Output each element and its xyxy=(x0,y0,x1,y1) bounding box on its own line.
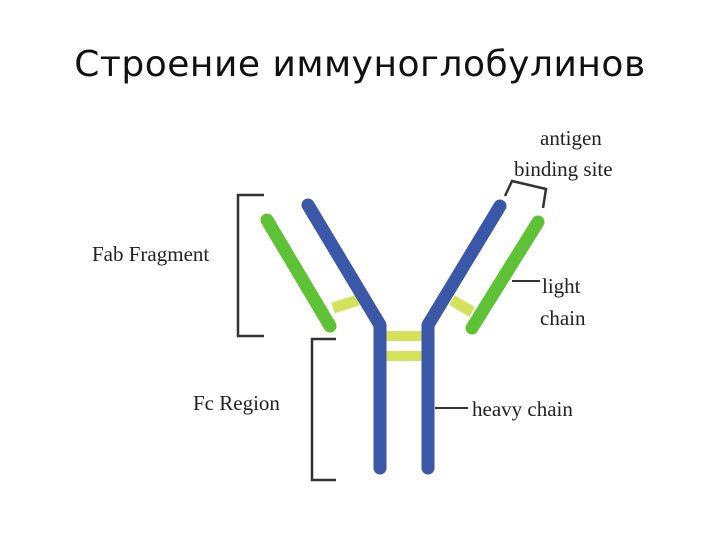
fc-bracket xyxy=(310,337,336,482)
antigen-site-bracket xyxy=(503,179,548,209)
right-light-chain xyxy=(465,215,545,335)
light-chain-label-line1: light xyxy=(542,274,581,298)
antigen-label-line2: binding site xyxy=(514,157,613,181)
brackets xyxy=(236,179,548,482)
fab-bracket xyxy=(236,193,264,338)
light-chain-label-line2: chain xyxy=(540,306,586,330)
disulfide-bonds xyxy=(331,294,475,361)
antigen-label-line1: antigen xyxy=(540,126,602,150)
fc-region-label: Fc Region xyxy=(193,391,280,415)
fab-fragment-label: Fab Fragment xyxy=(92,242,209,266)
light-chains xyxy=(260,213,545,335)
right-fab-bond xyxy=(449,295,475,317)
left-light-chain xyxy=(260,213,337,333)
heavy-chain-label: heavy chain xyxy=(472,397,573,421)
leader-lines xyxy=(435,280,540,409)
page-title: Строение иммуноглобулинов xyxy=(74,44,646,85)
heavy-chains xyxy=(301,198,507,475)
left-heavy-chain xyxy=(301,198,387,475)
right-heavy-chain xyxy=(421,199,507,475)
left-fab-bond xyxy=(331,294,360,314)
